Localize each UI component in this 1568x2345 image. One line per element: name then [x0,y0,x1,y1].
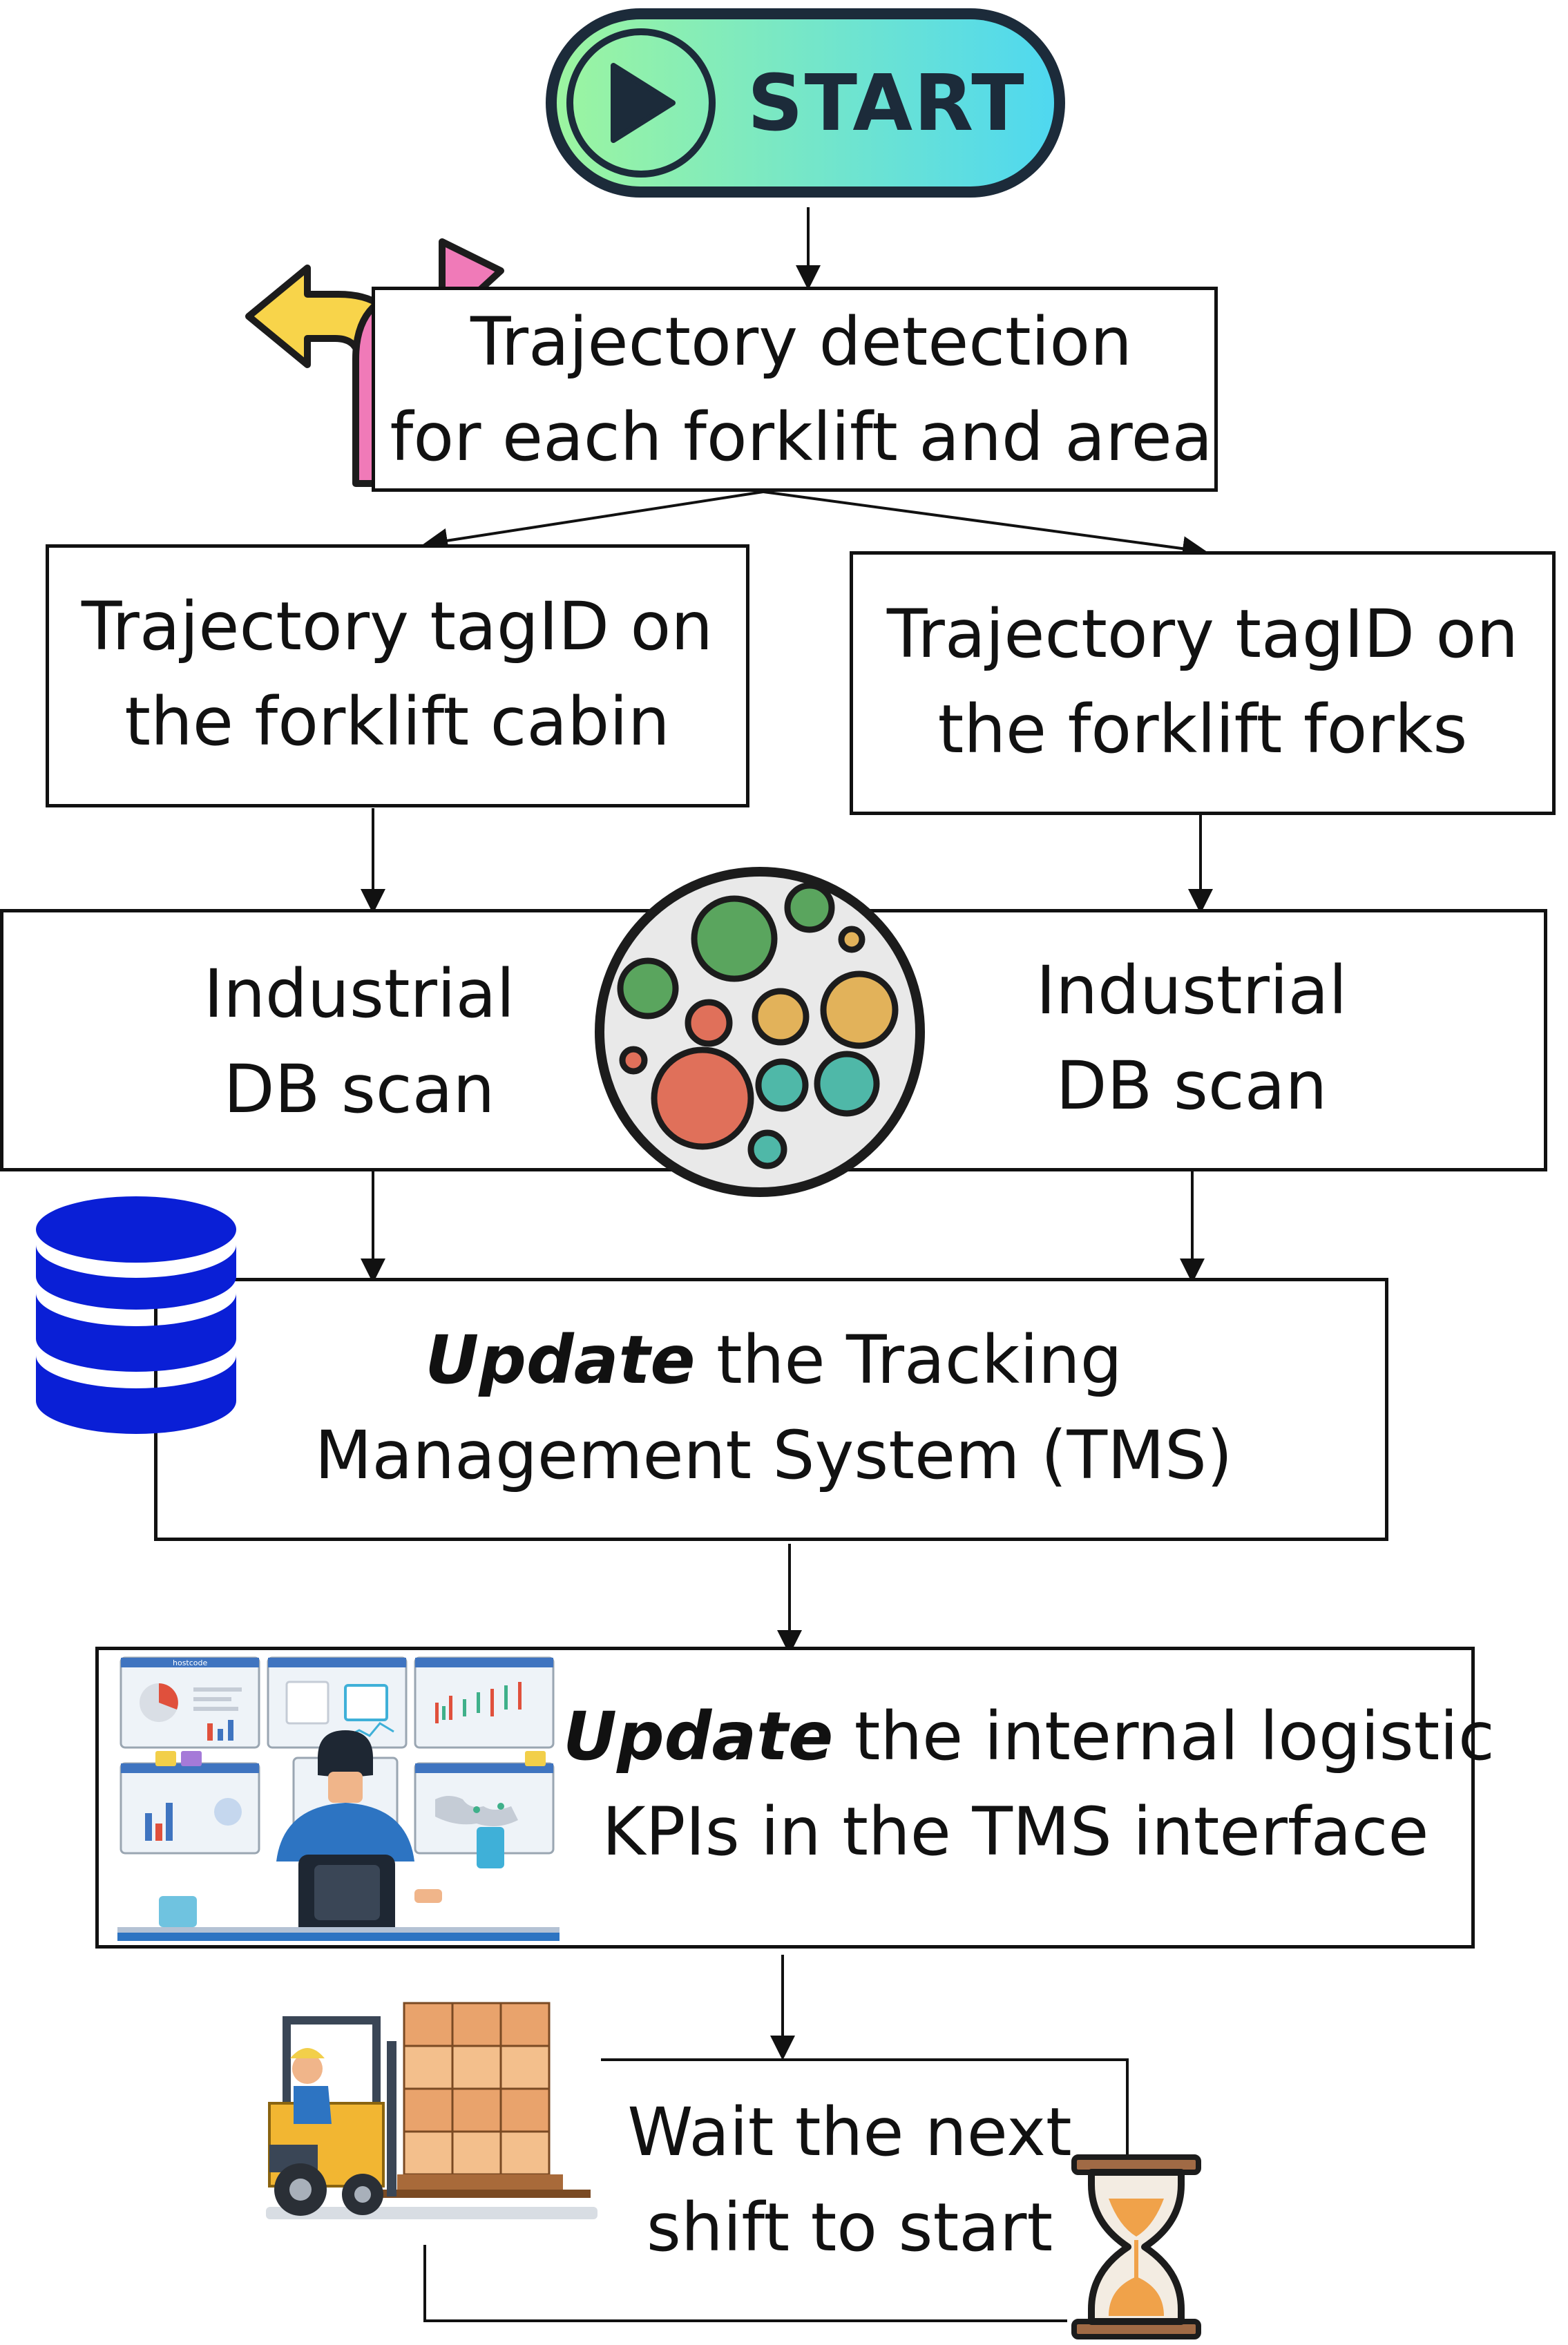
tms-update-line2: Management System (TMS) [314,1417,1233,1494]
tms-update-box [154,1278,1388,1541]
kpi-update-line2: KPIs in the TMS interface [602,1793,1429,1870]
cabin-trajectory-box [46,544,749,807]
dashboard-brand-label: hostcode [173,1658,208,1667]
cluster-circles-icon [595,867,925,1197]
arrow-step1-to-forks [763,490,1207,562]
cabin-trajectory-line1: Trajectory tagID on [81,588,714,665]
dbscan-right-text: Industrial DB scan [984,943,1399,1133]
trajectory-detection-box [372,287,1218,492]
play-icon [611,63,676,143]
dbscan-right-line2: DB scan [1055,1047,1328,1124]
forks-trajectory-line2: the forklift forks [937,691,1468,768]
tms-update-line1-rest: the Tracking [695,1321,1122,1399]
tms-update-line1: Update the Tracking [228,1312,1319,1408]
wait-line2: shift to start [646,2189,1053,2266]
trajectory-detection-line2: for each forklift and area [390,399,1213,476]
trajectory-detection-text: Trajectory detection for each forklift a… [387,294,1216,485]
cabin-trajectory-line2: the forklift cabin [124,683,670,760]
tms-update-emphasis: Update [425,1321,696,1399]
wait-loop-frame [601,2058,1129,2165]
kpi-update-text: Update the internal logistic KPIs in the… [563,1689,1495,1879]
wait-text: Wait the next shift to start [608,2085,1091,2275]
dbscan-right-line1: Industrial [1035,952,1348,1029]
trajectory-detection-line1: Trajectory detection [470,303,1132,381]
dbscan-left-line2: DB scan [223,1051,495,1128]
wait-loop-frame-lower [423,2245,1067,2322]
wait-line1: Wait the next [627,2094,1072,2171]
forks-trajectory-line1: Trajectory tagID on [886,595,1519,673]
kpi-update-line1-rest: the internal logistic [833,1698,1495,1775]
forklift-icon [266,2002,597,2219]
forks-trajectory-text: Trajectory tagID on the forklift forks [852,586,1553,777]
tms-update-text: Update the Tracking Management System (T… [228,1312,1319,1503]
monitoring-operator-icon: hostcode [117,1656,560,1941]
dbscan-left-text: Industrial DB scan [152,946,566,1137]
kpi-update-line1: Update the internal logistic [563,1689,1495,1784]
forks-trajectory-box [850,551,1556,815]
hourglass-icon [1071,2154,1201,2339]
arrow-step1-to-cabin [423,490,764,553]
database-icon [36,1196,236,1434]
start-label: START [747,59,1026,149]
dbscan-left-line1: Industrial [203,955,515,1033]
kpi-update-emphasis: Update [563,1698,834,1775]
cabin-trajectory-text: Trajectory tagID on the forklift cabin [48,579,746,769]
start-terminal [546,8,1065,198]
